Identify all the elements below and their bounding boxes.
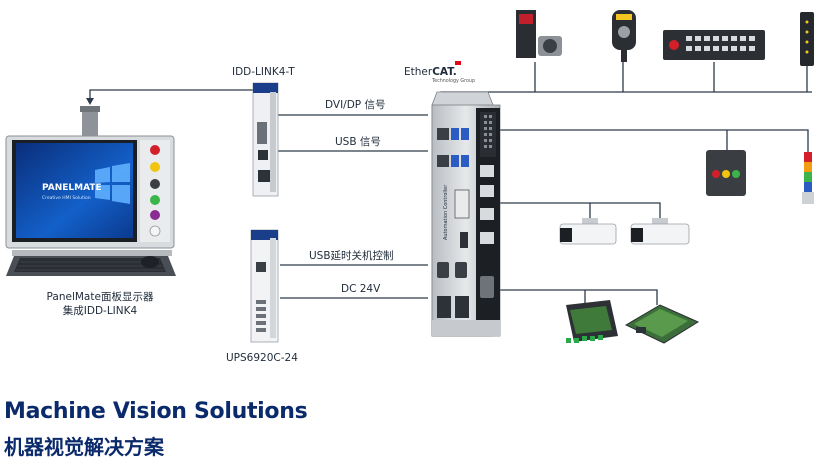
idd-link4t-label: IDD-LINK4-T: [232, 66, 295, 78]
dvi-label: DVI/DP 信号: [325, 99, 385, 111]
panel-brand: PANELMATE: [42, 183, 102, 193]
dc-label: DC 24V: [341, 283, 381, 295]
io-module-device: [800, 12, 814, 66]
ethercat-logo: EtherCAT. Technology Group: [404, 61, 475, 84]
handwheel-pendant-device: [612, 10, 636, 62]
usb-delay-label: USB延时关机控制: [309, 249, 394, 262]
ethercat-sub: Technology Group: [431, 78, 475, 84]
usb-label: USB 信号: [335, 136, 381, 148]
arrow-head: [86, 98, 94, 105]
signal-light-box: [706, 150, 746, 196]
camera-1: [559, 218, 617, 245]
panel-label-line2: 集成IDD-LINK4: [63, 304, 138, 317]
ups-module: [250, 229, 279, 343]
motion-line: [500, 289, 658, 305]
idd-link4t-module: [252, 82, 279, 197]
panel-tagline: Creative HMI Solution: [42, 195, 91, 201]
ups-label: UPS6920C-24: [226, 352, 298, 364]
tower-light: [802, 152, 814, 204]
camera-line: [500, 202, 661, 218]
heading-cn: 机器视觉解决方案: [4, 435, 164, 459]
heading-en: Machine Vision Solutions: [4, 399, 308, 424]
camera-2: [630, 218, 690, 245]
svg-text:EtherCAT.: EtherCAT.: [404, 66, 457, 78]
automation-controller: Automation Controller: [431, 91, 501, 337]
panel-label-line1: PanelMate面板显示器: [47, 290, 154, 303]
control-panel-device: [663, 30, 765, 60]
idd-to-panel-line: [89, 89, 253, 100]
stepper-board-1: [566, 300, 618, 343]
panelmate-display: PANELMATE Creative HMI Solution: [5, 106, 176, 276]
stepper-board-2: [624, 304, 700, 344]
io-line: [500, 129, 809, 152]
controller-vertical-label: Automation Controller: [443, 184, 449, 240]
servo-drive-device: [516, 10, 562, 58]
